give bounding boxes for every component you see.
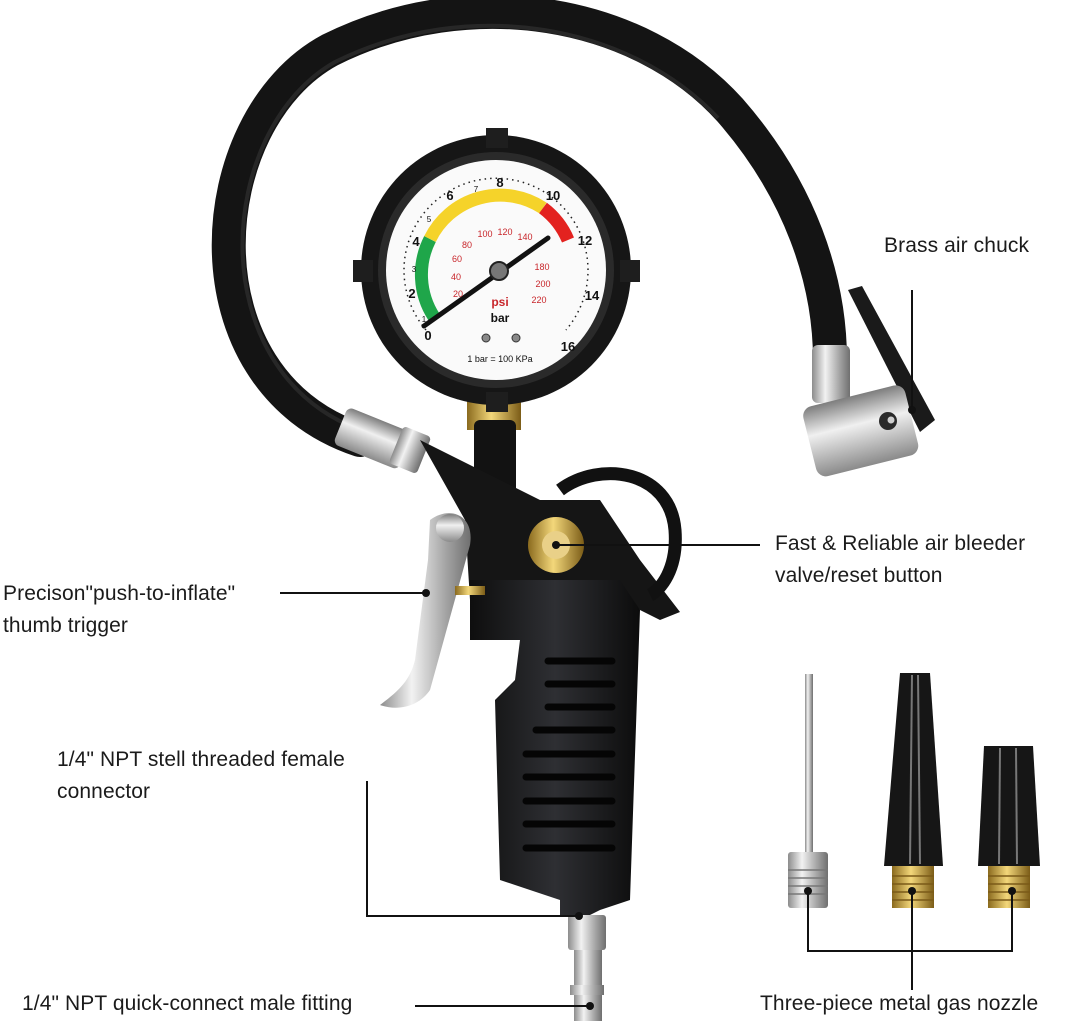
callout-air-chuck-line1: Brass air chuck — [884, 234, 1030, 257]
callout-female-connector-line1: 1/4" NPT stell threaded female — [57, 748, 345, 771]
callout-male-fitting: 1/4" NPT quick-connect male fitting — [22, 988, 352, 1020]
bar-minor-1: 1 — [422, 315, 427, 324]
short-cone-nozzle — [978, 746, 1040, 908]
callout-air-chuck: Brass air chuck — [884, 230, 1029, 262]
bar-tick-14: 14 — [585, 288, 600, 303]
callout-male-fitting-line1: 1/4" NPT quick-connect male fitting — [22, 992, 353, 1015]
psi-unit-label: psi — [491, 295, 508, 309]
callout-female-connector: 1/4" NPT stell threaded female connector — [57, 744, 345, 808]
callout-female-connector-line2: connector — [57, 780, 151, 803]
bar-tick-16: 16 — [561, 339, 575, 354]
callout-thumb-trigger: Precison"push-to-inflate" thumb trigger — [3, 578, 235, 642]
bar-minor-7: 7 — [474, 185, 479, 194]
gas-nozzles — [788, 673, 1040, 908]
long-cone-nozzle — [884, 673, 943, 908]
gun-body — [420, 400, 682, 915]
hose-coupling — [334, 408, 431, 473]
psi-tick-60: 60 — [452, 254, 462, 264]
psi-tick-140: 140 — [517, 232, 532, 242]
thumb-trigger — [380, 513, 485, 708]
bar-tick-12: 12 — [578, 233, 592, 248]
bar-tick-6: 6 — [446, 188, 453, 203]
psi-tick-40: 40 — [451, 272, 461, 282]
bar-minor-3: 3 — [412, 265, 417, 274]
callout-gas-nozzle: Three-piece metal gas nozzle — [760, 988, 1038, 1020]
needle-nozzle — [788, 674, 828, 908]
male-fitting — [568, 915, 606, 1021]
psi-tick-20: 20 — [453, 289, 463, 299]
pressure-gauge: 0 2 4 6 8 10 12 14 16 1 3 5 7 20 40 60 8… — [353, 128, 640, 412]
bar-tick-8: 8 — [496, 175, 503, 190]
psi-tick-80: 80 — [462, 240, 472, 250]
callout-thumb-trigger-line1: Precison"push-to-inflate" — [3, 582, 236, 605]
callout-bleeder-valve: Fast & Reliable air bleeder valve/reset … — [775, 528, 1025, 592]
psi-tick-120: 120 — [497, 227, 512, 237]
grip-ridges — [522, 657, 616, 852]
psi-tick-200: 200 — [535, 279, 550, 289]
bar-tick-0: 0 — [424, 328, 431, 343]
psi-tick-180: 180 — [534, 262, 549, 272]
bar-tick-2: 2 — [408, 286, 415, 301]
psi-tick-220: 220 — [531, 295, 546, 305]
leader-female-connector — [366, 781, 578, 917]
bar-minor-5: 5 — [427, 215, 432, 224]
conversion-note: 1 bar = 100 KPa — [467, 354, 532, 364]
callout-thumb-trigger-line2: thumb trigger — [3, 614, 129, 637]
bar-tick-10: 10 — [546, 188, 560, 203]
hose — [211, 0, 847, 457]
callout-bleeder-valve-line1: Fast & Reliable air bleeder — [775, 532, 1026, 555]
air-chuck — [803, 286, 935, 477]
psi-tick-100: 100 — [477, 229, 492, 239]
bar-unit-label: bar — [491, 311, 510, 325]
leader-lines — [280, 290, 1016, 1010]
callout-gas-nozzle-line1: Three-piece metal gas nozzle — [760, 992, 1039, 1015]
bar-tick-4: 4 — [412, 234, 420, 249]
leader-nozzles-bracket — [807, 888, 1013, 952]
callout-bleeder-valve-line2: valve/reset button — [775, 564, 943, 587]
